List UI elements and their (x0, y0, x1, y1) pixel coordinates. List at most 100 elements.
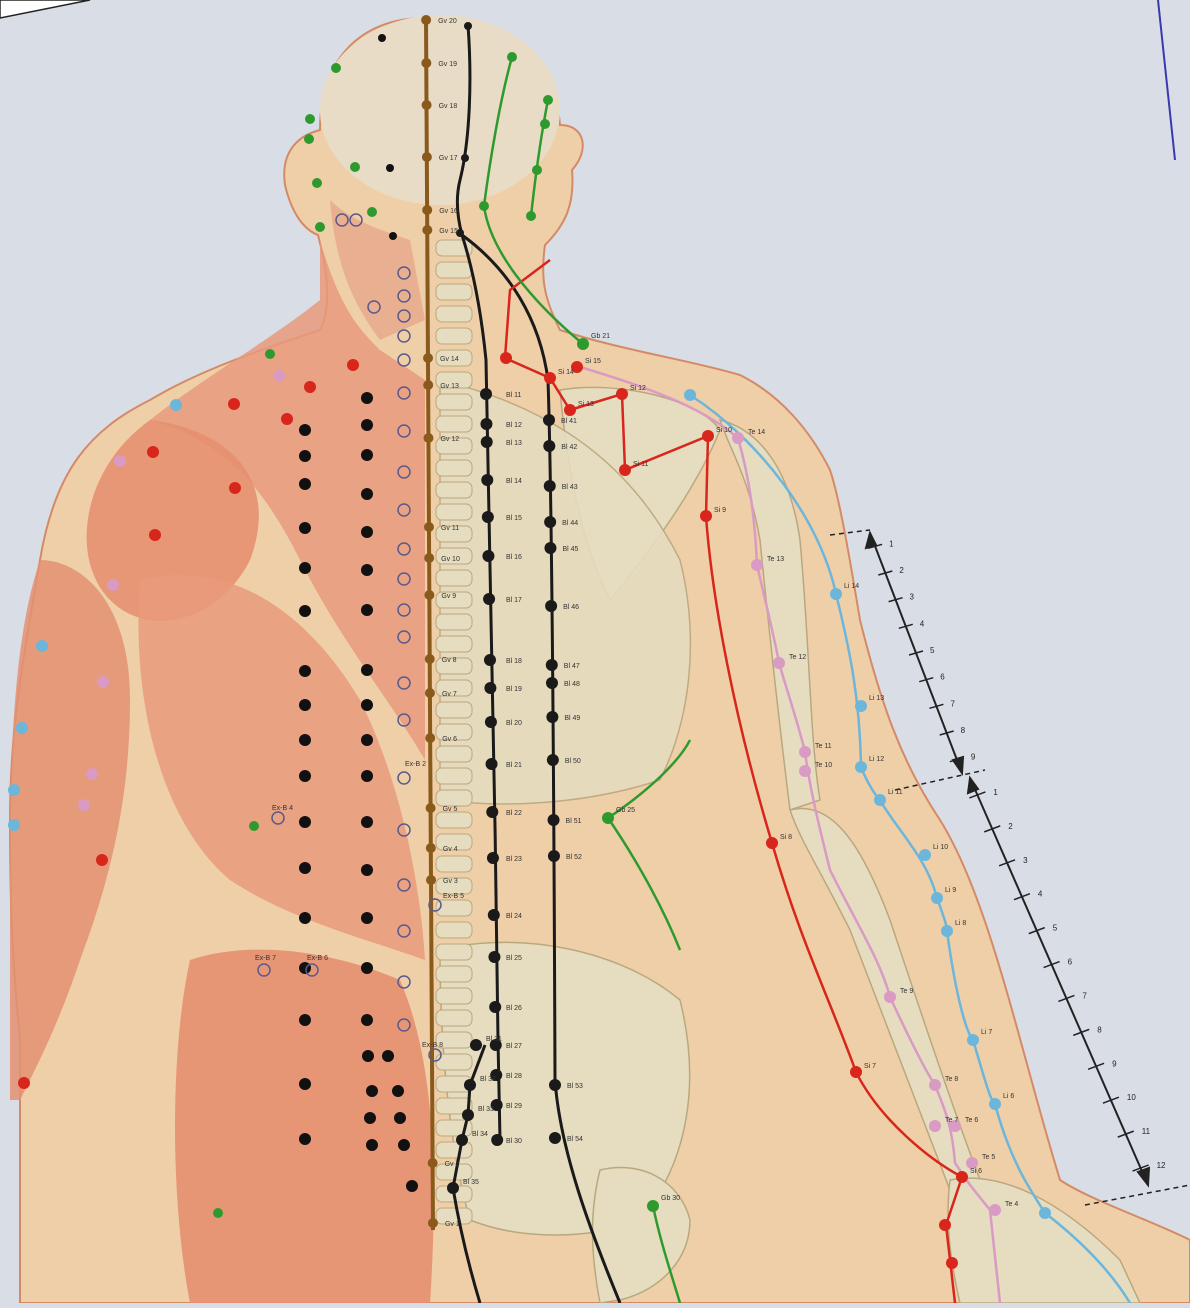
scale-tick-label: 7 (950, 699, 955, 708)
muscle-point (299, 1014, 311, 1026)
triple-energizer-point (86, 768, 98, 780)
small-intestine-label: Si 7 (864, 1063, 876, 1070)
vertebra (436, 614, 472, 630)
gv-point (424, 553, 434, 563)
triple-energizer-label: Te 5 (982, 1154, 995, 1161)
small-intestine-point (564, 404, 576, 416)
vertebra (436, 856, 472, 872)
bladder-point (470, 1039, 482, 1051)
scale-tick-label: 4 (920, 619, 925, 628)
muscle-point (361, 770, 373, 782)
vertebra (436, 284, 472, 300)
large-intestine-point (855, 761, 867, 773)
muscle-point (361, 912, 373, 924)
muscle-point (361, 1014, 373, 1026)
scale-tick-label: 9 (1112, 1059, 1117, 1068)
bladder-point (461, 154, 469, 162)
large-intestine-point (8, 784, 20, 796)
muscle-point (394, 1112, 406, 1124)
bladder-point (546, 677, 558, 689)
gv-label: Gv 16 (439, 208, 458, 215)
small-intestine-label: Si 6 (970, 1168, 982, 1175)
large-intestine-point (684, 389, 696, 401)
gv-point (421, 58, 431, 68)
scale-tick-label: 3 (910, 593, 915, 602)
large-intestine-point (830, 588, 842, 600)
small-intestine-label: Si 13 (578, 401, 594, 408)
gv-point (422, 100, 432, 110)
bladder-label: Bl 49 (564, 715, 580, 722)
vertebra (436, 812, 472, 828)
large-intestine-point (874, 794, 886, 806)
small-intestine-label: Si 11 (633, 461, 649, 468)
gv-label: Gv 5 (443, 806, 458, 813)
small-intestine-point (147, 446, 159, 458)
bladder-point (481, 436, 493, 448)
bladder-label: Bl 34 (472, 1131, 488, 1138)
gallbladder-point (507, 52, 517, 62)
bladder-point (481, 474, 493, 486)
gallbladder-label: Gb 25 (616, 807, 635, 814)
gv-point (421, 15, 431, 25)
gv-label: Gv 7 (442, 691, 457, 698)
small-intestine-point (702, 430, 714, 442)
triple-energizer-label: Te 4 (1005, 1201, 1018, 1208)
vertebra (436, 1010, 472, 1026)
triple-energizer-point (273, 370, 285, 382)
scale-tick-label: 11 (1142, 1127, 1151, 1136)
vertebra (436, 394, 472, 410)
bladder-point (456, 1134, 468, 1146)
muscle-point (299, 862, 311, 874)
gallbladder-point (249, 821, 259, 831)
bladder-label: Bl 30 (506, 1138, 522, 1145)
gv-label: Gv 15 (439, 228, 458, 235)
muscle-point (299, 699, 311, 711)
bladder-point (548, 850, 560, 862)
muscle-point (299, 912, 311, 924)
vertebra (436, 328, 472, 344)
gallbladder-point (312, 178, 322, 188)
large-intestine-point (1039, 1207, 1051, 1219)
gv-label: Gv 11 (441, 525, 459, 532)
muscle-point (299, 770, 311, 782)
gv-label: Gv 6 (442, 736, 457, 743)
large-intestine-point (16, 722, 28, 734)
bladder-point (487, 852, 499, 864)
bladder-label: Bl 44 (562, 520, 578, 527)
gallbladder-label: Gb 30 (661, 1195, 680, 1202)
bladder-label: Bl 35 (463, 1179, 479, 1186)
muscle-point (382, 1050, 394, 1062)
muscle-point (361, 734, 373, 746)
gv-point (422, 152, 432, 162)
large-intestine-point (8, 819, 20, 831)
small-intestine-label: Si 15 (585, 358, 601, 365)
large-intestine-point (170, 399, 182, 411)
bladder-point (447, 1182, 459, 1194)
bladder-label: Bl 43 (562, 484, 578, 491)
vertebra (436, 636, 472, 652)
muscle-point (398, 1139, 410, 1151)
muscle-point (299, 816, 311, 828)
scale-tick-label: 2 (899, 566, 904, 575)
gv-point (428, 1218, 438, 1228)
gallbladder-point (315, 222, 325, 232)
scale-tick-label: 10 (1127, 1093, 1136, 1102)
triple-energizer-point (929, 1079, 941, 1091)
gv-label: Gv 13 (440, 383, 459, 390)
triple-energizer-point (107, 579, 119, 591)
bladder-label: Bl 53 (567, 1083, 583, 1090)
small-intestine-point (850, 1066, 862, 1078)
gv-point (426, 843, 436, 853)
bladder-point (545, 600, 557, 612)
triple-energizer-point (799, 765, 811, 777)
scale-tick-label: 9 (971, 753, 976, 762)
gallbladder-point (331, 63, 341, 73)
bladder-point (464, 1079, 476, 1091)
bladder-point (544, 542, 556, 554)
triple-energizer-label: Te 6 (965, 1117, 978, 1124)
vertebra (436, 262, 472, 278)
gv-point (424, 522, 434, 532)
triple-energizer-point (929, 1120, 941, 1132)
bladder-point (482, 550, 494, 562)
